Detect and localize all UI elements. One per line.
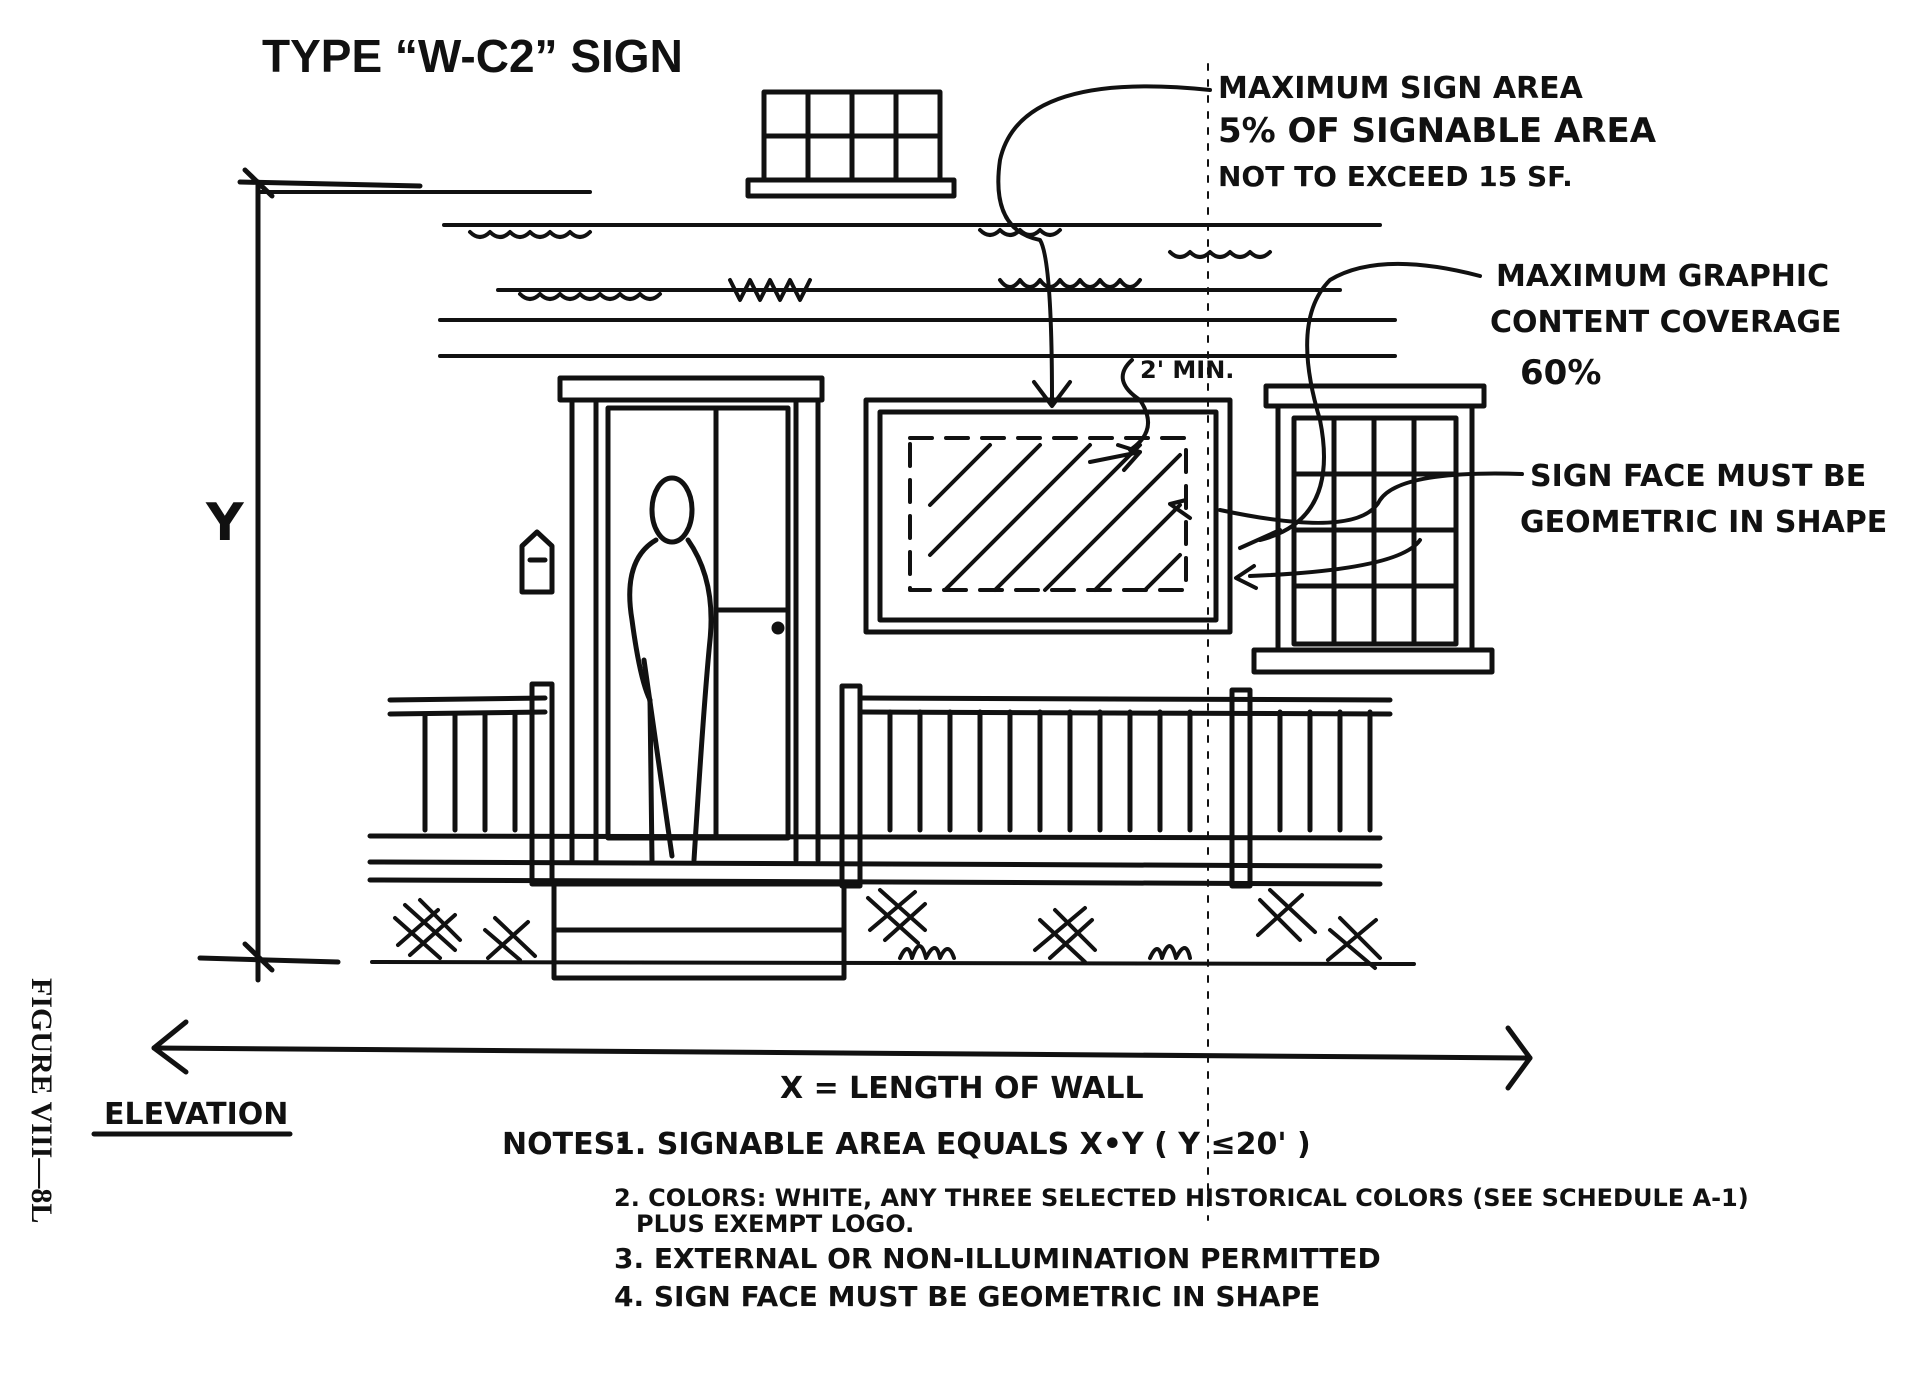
sign-margin-label: 2' MIN. [1140,356,1234,384]
porch-railing [367,681,1393,889]
y-dimension-label: Y [205,493,245,553]
graphic-content-area [908,436,1188,592]
graphic-coverage-line-3: 60% [1520,353,1601,393]
notes-heading: NOTES: [502,1127,627,1162]
figure-label: FIGURE VIII—8L [25,978,58,1223]
siding-lines [258,190,1397,358]
graphic-coverage-line-2: CONTENT COVERAGE [1490,305,1841,340]
front-door [557,375,825,863]
note-1: 1. SIGNABLE AREA EQUALS X•Y ( Y ≤20' ) [614,1127,1311,1162]
geometric-line-1: SIGN FACE MUST BE [1530,459,1866,494]
sign-area-line-1: MAXIMUM SIGN AREA [1218,71,1584,106]
note-2-continued: PLUS EXEMPT LOGO. [636,1210,914,1238]
note-2: 2. COLORS: WHITE, ANY THREE SELECTED HIS… [614,1184,1749,1212]
sign-board [863,397,1233,635]
graphic-coverage-leader [1238,261,1482,550]
note-3: 3. EXTERNAL OR NON-ILLUMINATION PERMITTE… [614,1242,1381,1275]
x-dimension-arrow [151,1019,1533,1091]
person-figure [627,475,714,863]
sign-area-line-3: NOT TO EXCEED 15 SF. [1218,160,1573,193]
elevation-label: ELEVATION [104,1097,288,1132]
sign-area-line-2: 5% OF SIGNABLE AREA [1218,111,1657,151]
graphic-coverage-line-1: MAXIMUM GRAPHIC [1496,259,1829,294]
y-dimension-line [197,167,423,983]
wall-fixture [519,529,555,595]
note-4: 4. SIGN FACE MUST BE GEOMETRIC IN SHAPE [614,1280,1320,1313]
sign-area-leader [996,84,1212,408]
sign-margin-leader [1088,358,1150,472]
right-window [1251,383,1495,675]
upper-window [745,89,957,199]
ground-shrubs [370,888,1416,970]
x-dimension-label: X = LENGTH OF WALL [780,1071,1144,1106]
geometric-line-2: GEOMETRIC IN SHAPE [1520,505,1887,540]
drawing-title: TYPE “W-C2” SIGN [262,30,683,82]
entry-steps [551,881,847,981]
geometric-leaders [1168,471,1524,590]
